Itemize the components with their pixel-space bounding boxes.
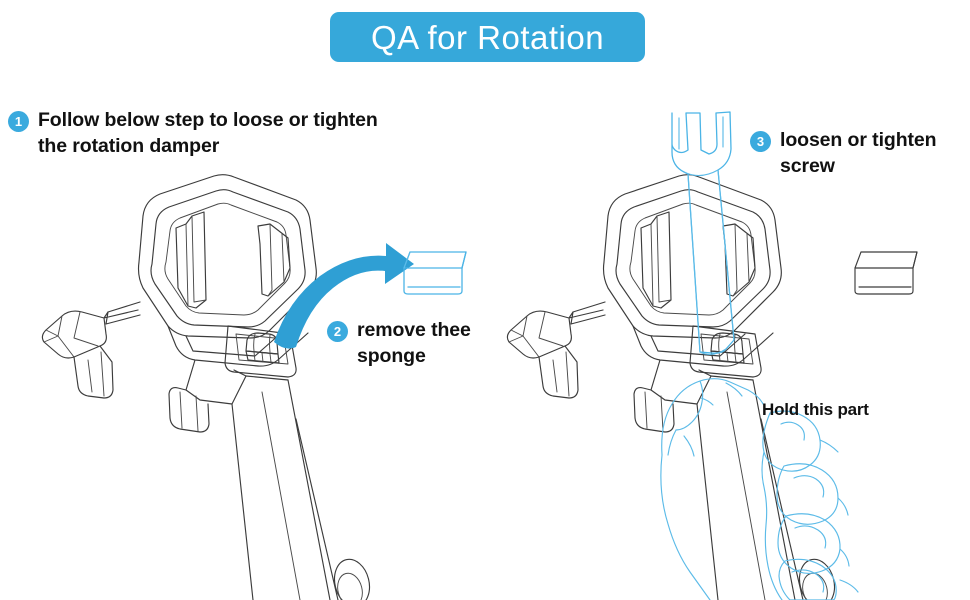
step-1-text: Follow below step to loose or tighten th…: [38, 109, 378, 157]
page-title: QA for Rotation: [370, 18, 605, 56]
left-pole: [168, 359, 371, 600]
step-2-badge: 2: [327, 321, 348, 342]
left-thumb-screw-lever: [41, 301, 141, 399]
left-clamp-bracket: [137, 174, 317, 378]
step-3-badge: 3: [750, 131, 771, 152]
step-1-callout: 1 Follow below step to loose or tighten …: [8, 108, 378, 159]
step-2-text: remove thee sponge: [357, 319, 471, 367]
wrench: [671, 111, 735, 355]
sponge-block-blue: [403, 251, 467, 295]
right-thumb-screw-lever: [506, 301, 606, 399]
step-3-callout: 3 loosen or tighten screw: [750, 128, 937, 179]
title-banner: QA for Rotation: [330, 12, 645, 62]
right-clamp-bracket: [602, 174, 782, 378]
step-1-badge: 1: [8, 111, 29, 132]
sponge-block-gray: [854, 251, 918, 295]
hold-this-part-label: Hold this part: [762, 400, 869, 419]
right-pole: [633, 359, 836, 600]
step-2-callout: 2 remove thee sponge: [327, 318, 471, 369]
step-3-text: loosen or tighten screw: [780, 129, 937, 177]
